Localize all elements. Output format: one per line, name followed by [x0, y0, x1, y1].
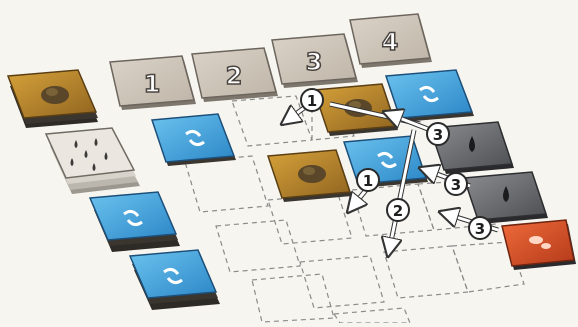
mud-pile-icon [41, 86, 69, 104]
empty-slot [384, 246, 468, 298]
water-tile[interactable] [386, 70, 474, 122]
water-tile-stack[interactable] [90, 192, 180, 252]
column-header-1: 1 [110, 56, 196, 110]
fire-tile[interactable] [502, 220, 576, 270]
mud-pile-icon [298, 165, 326, 183]
column-header-4: 4 [350, 14, 432, 68]
step-marker: 3 [445, 173, 467, 195]
step-marker: 3 [427, 123, 449, 145]
move-arrow [282, 108, 304, 124]
earth-tile-stack[interactable] [8, 70, 98, 128]
step-marker-label: 3 [433, 126, 443, 144]
rock-tile[interactable] [464, 172, 548, 224]
step-marker-label: 1 [363, 172, 373, 190]
empty-slot [216, 220, 300, 272]
column-header-label: 1 [144, 70, 161, 98]
empty-slot [300, 256, 384, 308]
column-header-label: 4 [382, 28, 399, 56]
earth-tile[interactable] [268, 150, 352, 202]
empty-slot [185, 156, 268, 212]
step-marker: 1 [301, 89, 323, 111]
empty-slot [334, 308, 410, 323]
column-header-3: 3 [272, 34, 358, 88]
step-marker-label: 1 [307, 92, 317, 110]
column-header-label: 3 [306, 48, 323, 76]
step-marker: 3 [469, 217, 491, 239]
water-tile[interactable] [152, 114, 236, 166]
column-header-label: 2 [226, 62, 243, 90]
step-marker: 2 [387, 199, 409, 221]
step-marker-label: 3 [451, 176, 461, 194]
column-header-2: 2 [192, 48, 278, 102]
empty-slot [252, 274, 334, 322]
empty-slot [268, 194, 352, 244]
droplet-card-deck[interactable] [46, 128, 140, 194]
water-tile-stack[interactable] [130, 250, 220, 310]
step-marker-label: 3 [475, 220, 485, 238]
empty-slot [232, 96, 312, 146]
step-marker-label: 2 [393, 202, 403, 220]
step-marker: 1 [357, 169, 379, 191]
